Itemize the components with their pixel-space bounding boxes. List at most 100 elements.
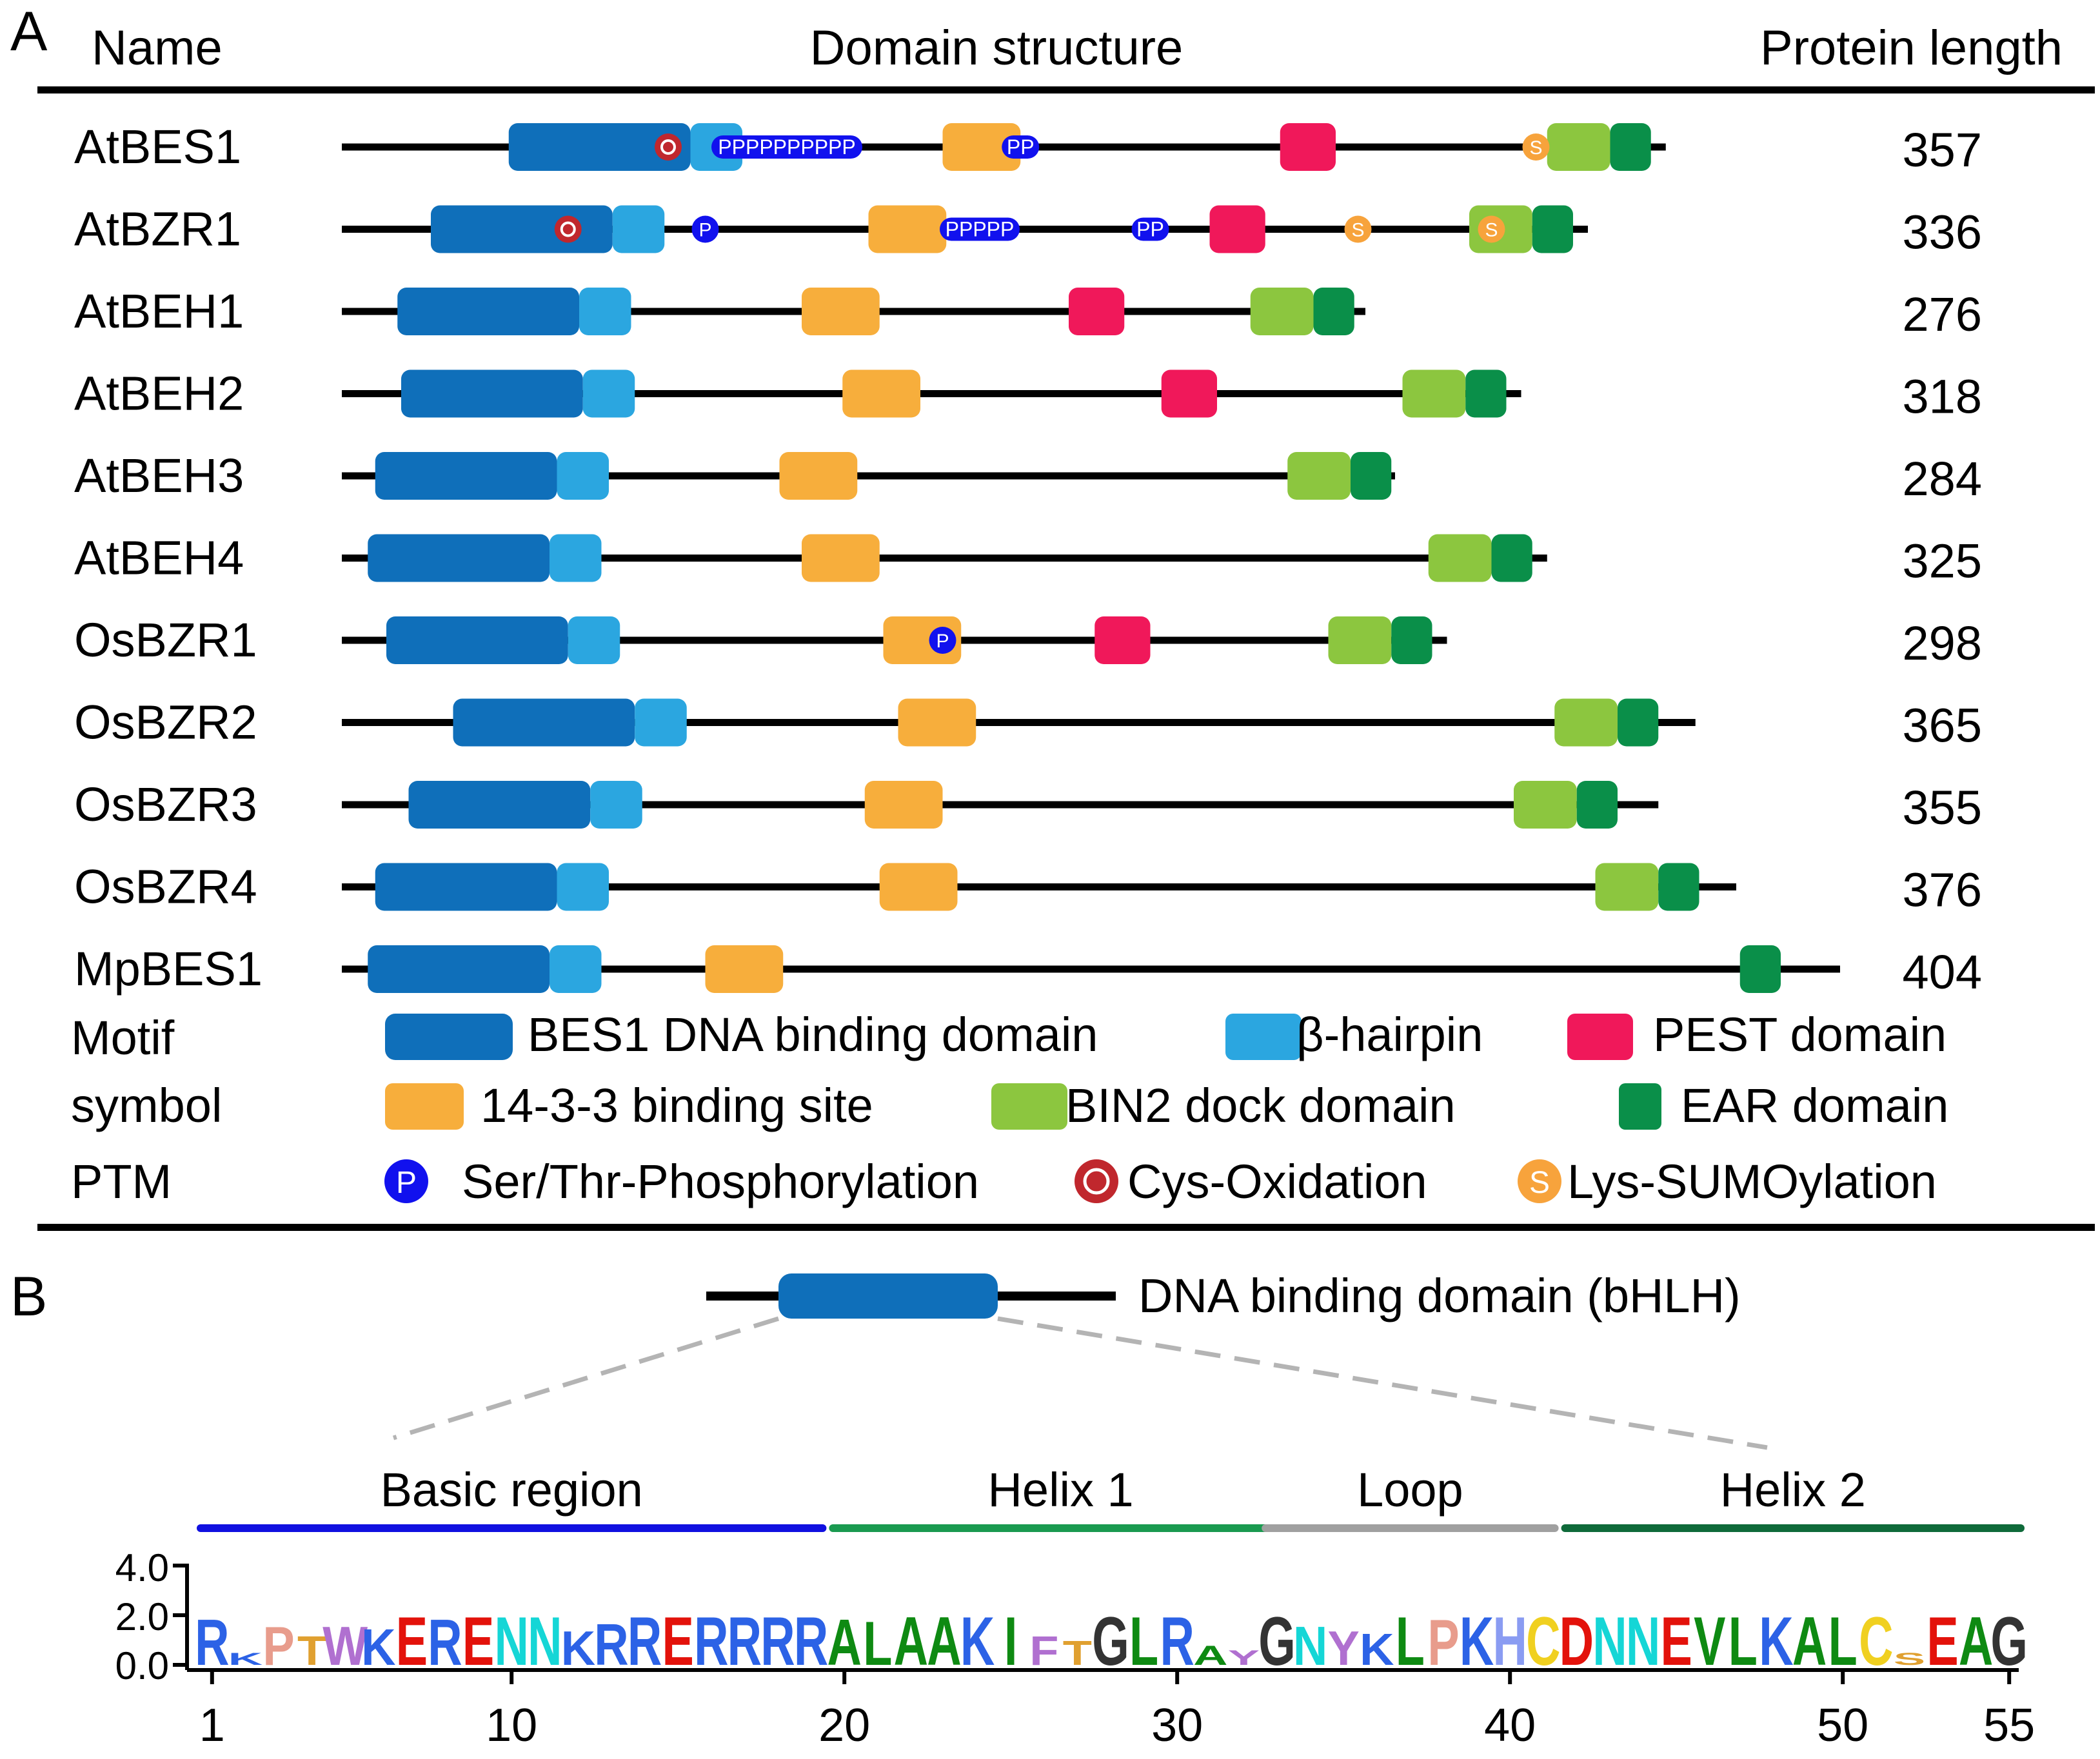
logo-letter: I [1004, 1604, 1018, 1680]
phosphorylation-cluster-label: PP [1007, 135, 1035, 159]
phosphorylation-cluster-label: PPPPPPPPPP [718, 135, 855, 159]
bin2-domain [1547, 123, 1610, 171]
protein-name: OsBZR3 [74, 778, 257, 831]
ear-domain [1618, 698, 1659, 747]
bes1-domain [401, 369, 583, 418]
b1433-domain [864, 781, 943, 829]
legend-ear-swatch [1619, 1083, 1661, 1130]
logo-x-tick-label: 50 [1817, 1700, 1868, 1751]
phospho-site-label: P [698, 220, 711, 241]
oxidation-site-ring [560, 221, 576, 237]
hairpin-domain [550, 945, 602, 993]
logo-x-tick-label: 20 [818, 1700, 870, 1751]
logo-letter: P [262, 1615, 294, 1676]
logo-letter: T [1063, 1634, 1092, 1673]
header-domain-structure: Domain structure [810, 21, 1184, 75]
sumo-site-label: S [1351, 220, 1364, 241]
legend-oxidation-icon [1075, 1159, 1118, 1203]
ear-domain [1610, 123, 1651, 171]
legend-symbol-label: symbol [71, 1079, 222, 1132]
bin2-domain [1328, 616, 1392, 664]
zoom-line-right [997, 1316, 1768, 1450]
logo-letter: L [1396, 1604, 1425, 1680]
top-divider [37, 86, 2095, 93]
region-label: Basic region [381, 1463, 643, 1517]
hairpin-domain [590, 781, 642, 829]
logo-y-axis: 4.0 2.0 0.0 [115, 1546, 189, 1687]
legend-phospho-text: Ser/Thr-Phosphorylation [462, 1155, 979, 1208]
bes1-domain [375, 863, 557, 911]
region-label: Helix 1 [987, 1463, 1133, 1517]
protein-row-OsBZR2: OsBZR2 365 [74, 696, 1982, 752]
bin2-domain [1287, 452, 1351, 500]
b1433-domain [705, 945, 784, 993]
logo-letter: W [322, 1615, 368, 1676]
protein-name: OsBZR2 [74, 696, 257, 749]
logo-letter: E [662, 1604, 694, 1680]
logo-letter: R [594, 1612, 628, 1678]
protein-name: AtBEH3 [74, 449, 244, 502]
logo-letter: K [1360, 1625, 1394, 1675]
logo-letter: L [1729, 1604, 1758, 1680]
oxidation-site [655, 133, 682, 161]
protein-length: 298 [1903, 616, 1982, 670]
logo-letter: E [1661, 1604, 1692, 1680]
phospho-site-label: P [936, 631, 949, 652]
logo-x-tick-label: 55 [1983, 1700, 2035, 1751]
b1433-domain [898, 698, 976, 747]
protein-length: 365 [1903, 699, 1982, 752]
protein-length: 404 [1903, 945, 1982, 999]
protein-name: OsBZR1 [74, 613, 257, 667]
logo-letter: K [228, 1649, 262, 1669]
logo-letter: C [1859, 1604, 1893, 1680]
logo-y-label-4: 4.0 [115, 1546, 169, 1589]
b1433-domain [868, 205, 947, 253]
legend-phospho-icon-letter: P [396, 1166, 417, 1200]
logo-letter: G [1258, 1604, 1296, 1680]
phospho-site [691, 215, 719, 243]
legend: Motif symbol PTM BES1 DNA binding domain… [71, 1008, 1948, 1208]
bin2-domain [1595, 863, 1659, 911]
protein-length: 357 [1903, 123, 1982, 177]
logo-letter: R [628, 1604, 662, 1680]
legend-pest-swatch [1567, 1014, 1633, 1060]
b1433-domain [842, 369, 920, 418]
bin2-domain [1402, 369, 1466, 418]
logo-letter: R [760, 1604, 795, 1680]
legend-bin2-swatch [991, 1083, 1067, 1130]
hairpin-domain [635, 698, 687, 747]
oxidation-site [554, 215, 582, 243]
bin2-domain [1428, 534, 1492, 582]
logo-letter: E [396, 1604, 428, 1680]
sumo-site-label: S [1485, 220, 1498, 241]
logo-letter: N [494, 1604, 528, 1680]
region-label: Helix 2 [1720, 1463, 1866, 1517]
logo-letter: P [1427, 1606, 1459, 1679]
protein-name: OsBZR4 [74, 860, 257, 914]
b1433-domain [942, 123, 1021, 171]
protein-name: AtBES1 [74, 120, 241, 173]
legend-oxidation-icon-ring [1083, 1168, 1110, 1195]
hairpin-domain [612, 205, 665, 253]
bottom-divider [37, 1224, 2095, 1231]
bin2-domain [1554, 698, 1618, 747]
logo-x-tick-label: 40 [1484, 1700, 1536, 1751]
logo-letter: E [1927, 1604, 1958, 1680]
protein-length: 336 [1903, 206, 1982, 259]
bes1-domain [368, 534, 550, 582]
b1433-domain [779, 452, 858, 500]
legend-hairpin-text: β-hairpin [1296, 1008, 1483, 1061]
bin2-domain [1250, 288, 1314, 335]
bes1-domain [397, 288, 579, 335]
header-name: Name [92, 21, 223, 75]
logo-letter: C [1526, 1604, 1560, 1680]
